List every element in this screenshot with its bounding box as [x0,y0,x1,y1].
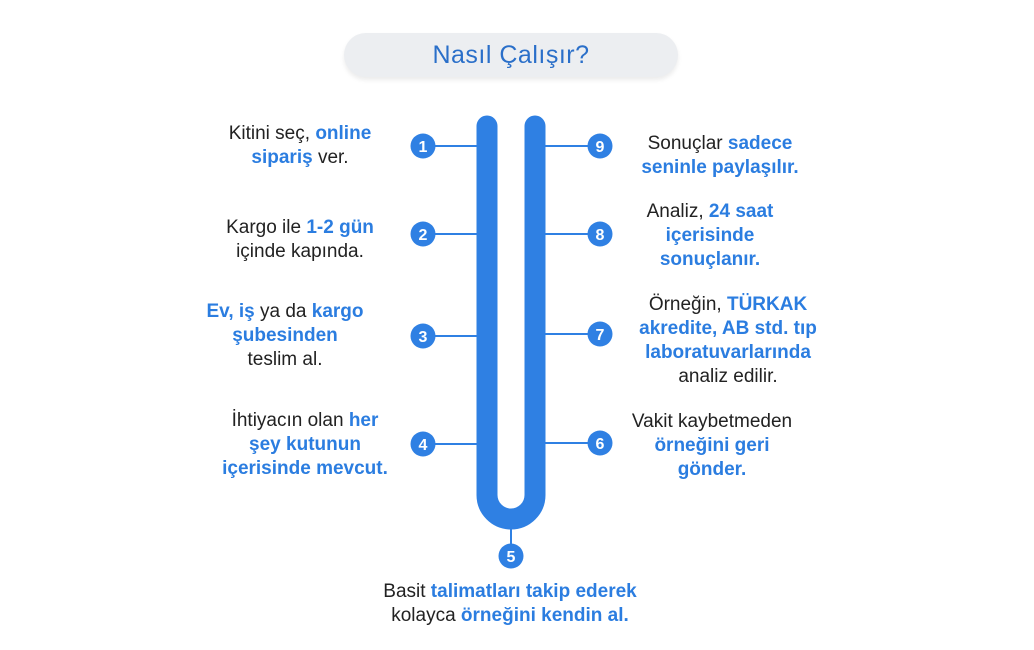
step-number: 3 [419,329,428,346]
highlight-text: akredite, AB std. tıp [639,318,817,339]
step-text-line: Analiz, 24 saat [610,200,810,224]
highlight-text: online [315,123,372,144]
highlight-text: TÜRKAK [726,294,808,315]
highlight-text: içerisinde [665,225,755,246]
step-badge-circle [587,221,613,247]
step-text-line: Örneğin, TÜRKAK [618,293,838,317]
step-badge-circle [587,321,613,347]
step-number: 9 [596,139,605,156]
step-text-line: içerisinde mevcut. [185,457,425,481]
step-text-line: laboratuvarlarında [618,341,838,365]
step-text-line: teslim al. [180,348,390,372]
step-badge-circle [410,323,436,349]
step-text-6: Vakit kaybetmeden örneğini geri gönder. [612,410,812,482]
highlight-text: içerisinde mevcut. [222,458,388,479]
plain-text: Analiz, [646,201,709,222]
u-tube [476,115,546,530]
plain-text: ya da [254,301,312,322]
step-badge-circle [410,221,436,247]
highlight-text: seninle paylaşılır. [641,157,799,178]
highlight-text: şubesinden [232,325,338,346]
step-number: 2 [419,227,428,244]
plain-text: Kargo ile [226,217,307,238]
step-text-line: gönder. [612,458,812,482]
highlight-text: 24 saat [708,201,774,222]
plain-text: kolayca [391,605,461,626]
step-badge-circle [587,133,613,159]
highlight-text: laboratuvarlarında [645,342,811,363]
step-number: 1 [419,139,428,156]
step-text-line: İhtiyacın olan her [185,409,425,433]
step-number: 4 [419,437,428,454]
highlight-text: 1-2 gün [306,217,374,238]
step-badge-6: 6 [587,430,613,456]
page-title: Nasıl Çalışır? [344,33,678,77]
step-text-line: Ev, iş ya da kargo [180,300,390,324]
step-text-line: Kitini seç, online [195,122,405,146]
plain-text: Sonuçlar [647,133,728,154]
highlight-text: sonuçlanır. [659,249,761,270]
step-badge-2: 2 [410,221,436,247]
step-badge-3: 3 [410,323,436,349]
step-badge-circle [410,133,436,159]
step-text-line: seninle paylaşılır. [615,156,825,180]
step-number: 7 [596,327,605,344]
highlight-text: sadece [727,133,793,154]
highlight-text: şey kutunun [249,434,361,455]
step-badge-7: 7 [587,321,613,347]
step-badge-1: 1 [410,133,436,159]
highlight-text: Ev, iş [206,301,255,322]
plain-text: Basit [383,581,431,602]
step-badge-circle [587,430,613,456]
step-text-line: örneğini geri [612,434,812,458]
step-number: 5 [507,549,516,566]
step-badge-4: 4 [410,431,436,457]
step-text-line: analiz edilir. [618,365,838,389]
highlight-text: talimatları takip ederek [430,581,637,602]
step-badge-9: 9 [587,133,613,159]
plain-text: Vakit kaybetmeden [631,411,793,432]
plain-text: teslim al. [247,349,323,370]
step-badge-circle [410,431,436,457]
plain-text: Kitini seç, [228,123,316,144]
highlight-text: her [348,410,379,431]
step-badge-circle [498,543,524,569]
plain-text: Örneğin, [648,294,727,315]
highlight-text: örneğini geri [654,435,770,456]
highlight-text: sipariş [251,147,313,168]
step-text-line: sipariş ver. [195,146,405,170]
highlight-text: örneğini kendin al. [460,605,629,626]
step-text-line: sonuçlanır. [610,248,810,272]
plain-text: içinde kapında. [236,241,364,262]
plain-text: analiz edilir. [678,366,778,387]
step-text-line: akredite, AB std. tıp [618,317,838,341]
step-badge-5: 5 [498,543,524,569]
highlight-text: gönder. [677,459,747,480]
step-text-line: şubesinden [180,324,390,348]
step-number: 8 [596,227,605,244]
plain-text: İhtiyacın olan [231,410,349,431]
step-text-line: kolayca örneğini kendin al. [330,604,690,628]
step-text-line: içinde kapında. [195,240,405,264]
step-number: 6 [596,436,605,453]
step-text-line: Sonuçlar sadece [615,132,825,156]
step-text-line: içerisinde [610,224,810,248]
plain-text: ver. [312,147,349,168]
step-text-line: Vakit kaybetmeden [612,410,812,434]
step-text-line: şey kutunun [185,433,425,457]
highlight-text: kargo [311,301,364,322]
step-badge-8: 8 [587,221,613,247]
step-text-line: Kargo ile 1-2 gün [195,216,405,240]
step-text-line: Basit talimatları takip ederek [330,580,690,604]
